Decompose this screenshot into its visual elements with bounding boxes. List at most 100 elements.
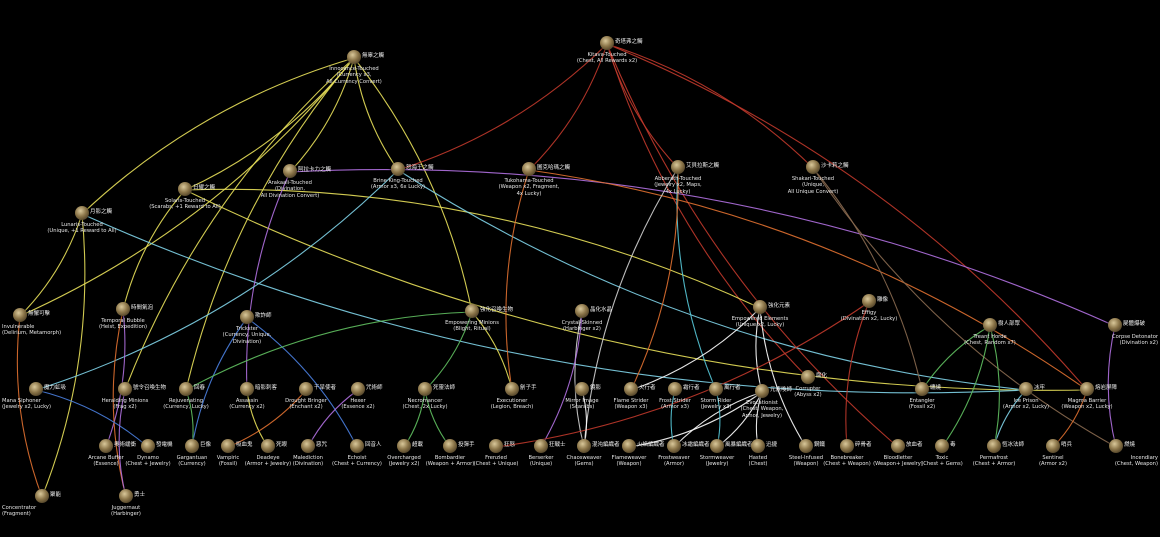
- node-label-zh: 劊子手: [520, 385, 537, 391]
- edge-treant-entangler: [921, 325, 991, 391]
- edge-abberath-flamestr: [630, 167, 679, 391]
- node-label-zh: 放血者: [906, 442, 923, 448]
- node-label-en: Hexer (Essence x2): [341, 398, 375, 411]
- node-label-zh: 毒: [950, 442, 956, 448]
- node-label-en: Empowering Minions (Blight, Ritual): [445, 320, 499, 333]
- mod-icon: [624, 382, 638, 396]
- node-label-en: Rejuvenating (Currency, Lucky): [163, 398, 209, 411]
- node-label-zh: 風暴編織者: [725, 442, 753, 448]
- edge-shakari-incendiary: [812, 167, 1117, 448]
- edge-manasiph-dynamo: [35, 389, 149, 448]
- edge-evocation-frostweaver: [673, 391, 763, 448]
- node-label-en: Tukohama-Touched (Weapon x2, Fragment, 4…: [498, 178, 560, 197]
- mod-icon: [709, 382, 723, 396]
- node-label-zh: 狂戰士: [549, 442, 566, 448]
- edge-empelements-evocation: [755, 307, 763, 393]
- node-label-zh: 無辜之觸: [362, 53, 385, 59]
- node-label-en: Invulnerable (Delirium, Metamorph): [2, 324, 62, 337]
- node-label-zh: 腐化: [816, 373, 828, 379]
- node-label-zh: 怒海王之觸: [406, 165, 434, 171]
- mod-icon: [987, 439, 1001, 453]
- node-label-en: Bombardier (Weapon + Armor): [425, 455, 475, 468]
- edge-empminions-executioner: [471, 311, 513, 391]
- node-label-en: Bonebreaker (Chest + Weapon): [823, 455, 871, 468]
- mod-icon: [862, 294, 876, 308]
- node-label-zh: 雕像: [877, 297, 889, 303]
- mod-icon: [710, 439, 724, 453]
- node-label-en: Chaosweaver (Gems): [566, 455, 602, 468]
- node-label-zh: 月影之觸: [90, 209, 113, 215]
- mod-icon: [755, 384, 769, 398]
- edge-innocence-arakaali: [289, 57, 355, 173]
- node-label-en: Arakaali-Touched (Divination, All Divina…: [260, 180, 320, 199]
- mod-icon: [668, 382, 682, 396]
- node-label-en: Echoist (Chest + Currency): [332, 455, 382, 468]
- mod-icon: [118, 382, 132, 396]
- node-label-zh: 魔力虹吸: [44, 385, 67, 391]
- node-label-zh: 狂怒: [504, 442, 516, 448]
- node-label-zh: 風行者: [724, 385, 741, 391]
- mod-icon: [75, 206, 89, 220]
- edge-lunaris-iceprison: [81, 213, 1027, 394]
- edge-crystal-chaosweaver: [574, 311, 585, 448]
- node-label-en: Flame Strider (Weapon x3): [613, 398, 649, 411]
- node-label-zh: 強化召喚生物: [480, 307, 514, 313]
- mod-icon: [935, 439, 949, 453]
- node-label-en: Brine King-Touched (Armor x3, 6x Lucky): [370, 178, 426, 191]
- node-label-zh: 哨兵: [1061, 442, 1073, 448]
- edge-kitava-magmabar: [606, 43, 1088, 391]
- edge-kitava-brine: [397, 43, 608, 171]
- node-necro: 死靈法師 Necromancer (Chest, 2x Lucky): [402, 382, 455, 410]
- mod-icon: [1108, 318, 1122, 332]
- node-label-en: Necromancer (Chest, 2x Lucky): [402, 398, 448, 411]
- node-label-zh: 樹人部眾: [998, 321, 1021, 327]
- node-label-zh: 燃燒: [1124, 442, 1136, 448]
- edge-tukohama-magmabar: [528, 169, 1088, 391]
- node-label-zh: 晶化水晶: [590, 307, 613, 313]
- mod-icon: [1109, 439, 1123, 453]
- mod-icon: [575, 304, 589, 318]
- node-label-en: Heralding Minions (Frag x2): [101, 398, 149, 411]
- node-label-zh: 超載: [412, 442, 424, 448]
- node-label-en: Empowered Elements (Unique x2, Lucky): [731, 316, 789, 329]
- mod-icon: [185, 439, 199, 453]
- mod-icon: [600, 36, 614, 50]
- edge-abberath-stormrider: [676, 167, 717, 391]
- edge-solaris-magmabar: [184, 189, 1088, 391]
- mod-icon: [351, 382, 365, 396]
- node-label-zh: 屍體爆破: [1123, 321, 1146, 327]
- mod-icon: [522, 162, 536, 176]
- edge-arakaali-corpsedet: [289, 169, 1116, 327]
- edge-treant-toxic: [941, 325, 991, 448]
- node-label-en: Lunaris-Touched (Unique, +1 Reward to Al…: [47, 222, 117, 235]
- node-label-en: Innocence-Touched (Currency x3, All Curr…: [326, 66, 382, 85]
- mod-icon: [240, 310, 254, 324]
- node-label-en: Abberath-Touched (Jewelry x2, Maps, 4x L…: [654, 176, 702, 195]
- node-label-en: Frostweaver (Armor): [658, 455, 690, 468]
- node-label-zh: 死靈法師: [433, 385, 456, 391]
- edge-temporal-arcanebuf: [105, 309, 126, 448]
- node-label-en: Permafrost (Chest + Armor): [972, 455, 1016, 468]
- edge-lunaris-invulnerable: [19, 213, 83, 317]
- mod-icon: [534, 439, 548, 453]
- node-label-en: Concentrator (Fragment): [2, 505, 37, 518]
- node-label-en: Drought Bringer (Enchant x2): [285, 398, 327, 411]
